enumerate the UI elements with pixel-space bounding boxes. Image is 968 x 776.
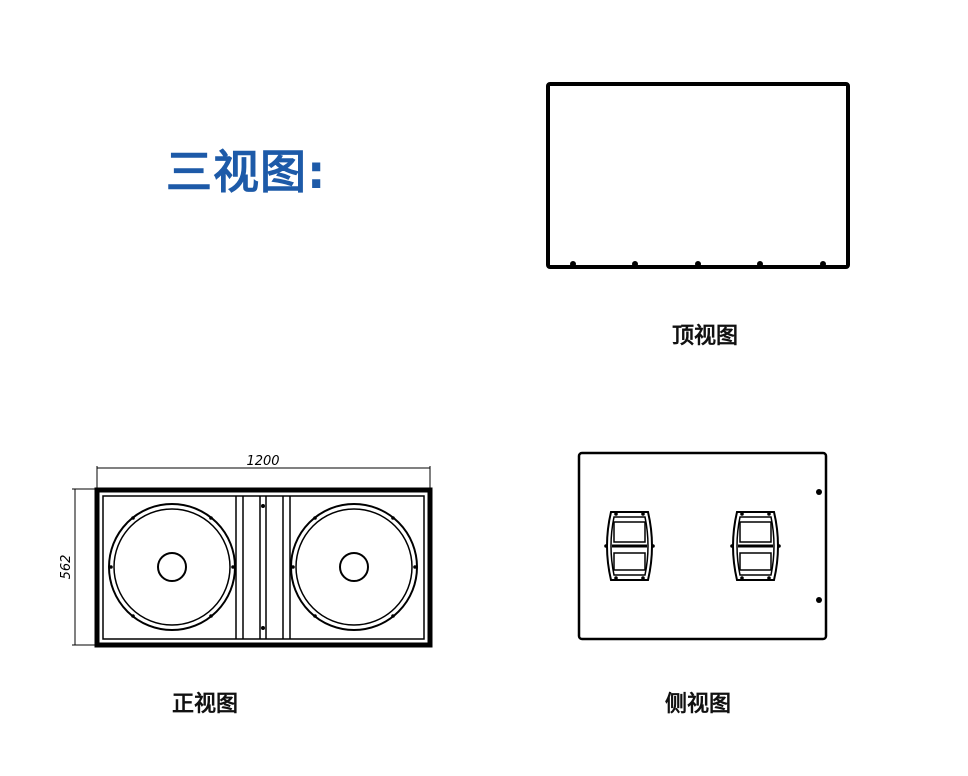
woofer-bolt	[209, 614, 213, 618]
handle-grip	[739, 521, 772, 543]
top-bolt	[757, 261, 763, 267]
woofer-dustcap	[339, 552, 369, 582]
top-bolt	[820, 261, 826, 267]
woofer-bolt	[131, 516, 135, 520]
side-view	[577, 451, 828, 641]
woofer-surround	[295, 508, 413, 626]
woofer-bolt	[231, 565, 235, 569]
woofer-bolt	[313, 516, 317, 520]
handle-outer	[732, 511, 779, 581]
front-view-label: 正视图	[172, 692, 239, 717]
side-bolt	[816, 597, 822, 603]
top-bolt	[570, 261, 576, 267]
handle-inner	[736, 516, 775, 576]
top-view	[546, 82, 850, 269]
handle-grip	[613, 521, 646, 543]
side-view-label: 侧视图	[665, 692, 732, 717]
handle-bolt	[651, 544, 655, 548]
width-dimension-text: 1200	[246, 454, 279, 469]
height-dimension-text: 562	[59, 555, 74, 580]
top-view-label: 顶视图	[672, 324, 739, 349]
handle-bolt	[614, 512, 618, 516]
port-bolt	[261, 504, 265, 508]
left-handle	[604, 511, 655, 581]
woofer-dustcap	[157, 552, 187, 582]
handle-bolt	[614, 576, 618, 580]
top-bolt	[632, 261, 638, 267]
page-title: 三视图:	[166, 145, 327, 199]
handle-bolt	[777, 544, 781, 548]
woofer-bolt	[209, 516, 213, 520]
woofer-bolt	[413, 565, 417, 569]
woofer-bolt	[131, 614, 135, 618]
woofer-frame	[108, 503, 236, 631]
top-view-outline	[546, 82, 850, 269]
handle-outer	[606, 511, 653, 581]
top-view-bolts	[570, 261, 826, 267]
handle-bolt	[730, 544, 734, 548]
front-cabinet	[94, 487, 433, 648]
handle-bolt	[641, 512, 645, 516]
handle-bolt	[740, 512, 744, 516]
handle-bolt	[740, 576, 744, 580]
woofer-bolt	[391, 516, 395, 520]
woofer-bolt	[313, 614, 317, 618]
woofer-bolt	[391, 614, 395, 618]
right-woofer	[290, 503, 418, 631]
side-view-outline	[577, 451, 828, 641]
port-bolt	[261, 626, 265, 630]
side-bolt	[816, 489, 822, 495]
front-inner-frame	[102, 495, 425, 640]
handle-bolt	[641, 576, 645, 580]
right-handle	[730, 511, 781, 581]
left-woofer	[108, 503, 236, 631]
front-view	[72, 466, 433, 648]
handle-bolt	[604, 544, 608, 548]
handle-bolt	[767, 512, 771, 516]
woofer-surround	[113, 508, 231, 626]
woofer-frame	[290, 503, 418, 631]
top-bolt	[695, 261, 701, 267]
handle-inner	[610, 516, 649, 576]
handle-grip	[739, 552, 772, 571]
woofer-bolt	[109, 565, 113, 569]
handle-bolt	[767, 576, 771, 580]
handle-grip	[613, 552, 646, 571]
woofer-bolt	[291, 565, 295, 569]
